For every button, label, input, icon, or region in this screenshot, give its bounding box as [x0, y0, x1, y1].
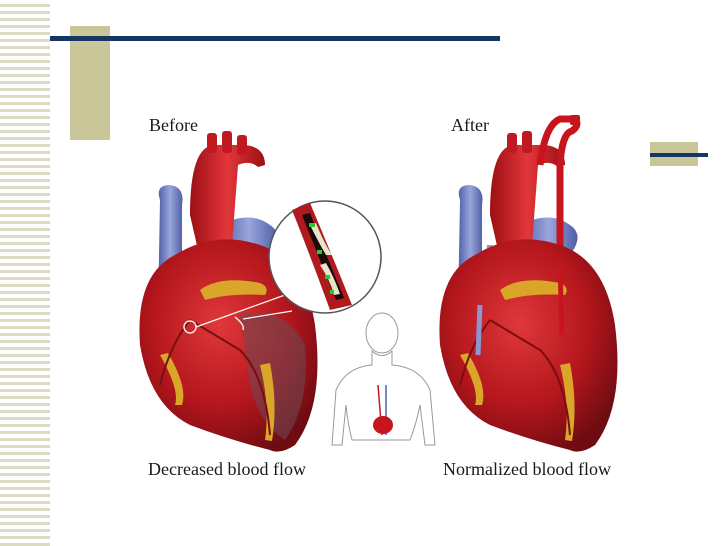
body-outline-figure [331, 312, 436, 446]
label-after: After [451, 115, 489, 135]
title-accent-square [70, 26, 110, 140]
heart-after [439, 115, 618, 452]
left-stripe-decoration [0, 0, 50, 546]
bypass-illustration: Before After Decreased blood flow Normal… [120, 105, 648, 488]
caption-normalized-blood-flow: Normalized blood flow [443, 459, 611, 479]
caption-decreased-blood-flow: Decreased blood flow [148, 459, 306, 479]
heart-illustration-svg [139, 115, 618, 452]
heart-before [139, 131, 318, 452]
title-underline-bar [50, 36, 500, 41]
artery-magnified-inset [195, 200, 382, 328]
label-before: Before [149, 115, 198, 135]
right-accent-line [650, 153, 708, 157]
